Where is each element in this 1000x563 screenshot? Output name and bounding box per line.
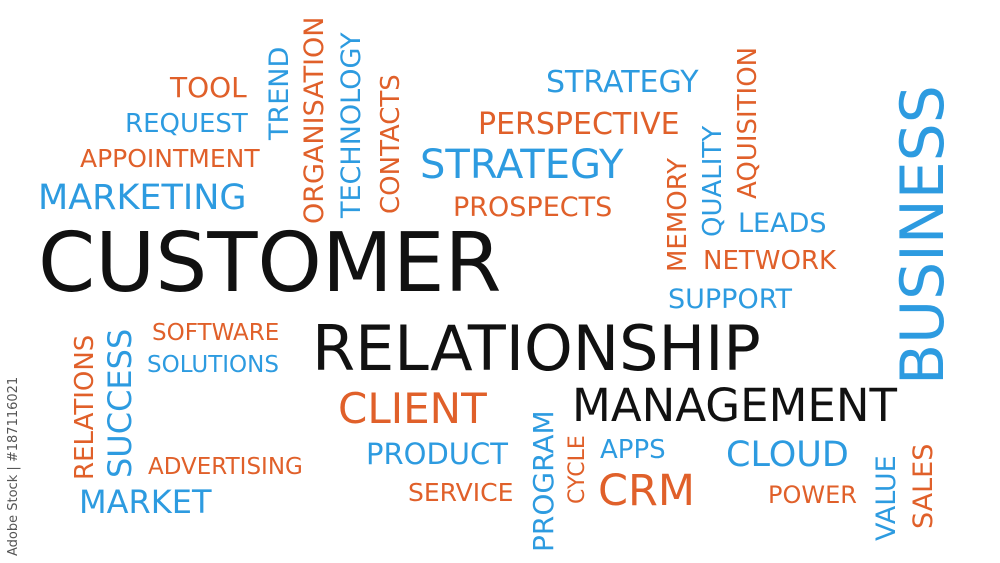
word-product: PRODUCT [366,437,508,471]
word-quality: QUALITY [698,125,728,237]
word-perspective: PERSPECTIVE [478,107,680,142]
word-solutions: SOLUTIONS [147,352,279,378]
word-cloud: CLOUD [726,435,849,475]
word-market: MARKET [79,483,212,521]
word-crm: CRM [598,466,696,516]
word-technology: TECHNOLOGY [336,32,367,218]
word-management: MANAGEMENT [572,379,897,432]
word-appointment: APPOINTMENT [80,144,260,173]
word-support: SUPPORT [668,284,793,315]
word-success: SUCCESS [101,328,139,478]
word-sales: SALES [908,443,939,529]
word-memory: MEMORY [663,157,693,272]
word-business: BUSINESS [888,85,958,385]
word-software: SOFTWARE [152,320,280,346]
word-trend: TREND [264,46,295,140]
word-request: REQUEST [125,109,248,139]
word-organisation: ORGANISATION [299,16,330,224]
word-relationship: RELATIONSHIP [312,312,761,385]
word-program: PROGRAM [527,410,560,552]
word-cycle: CYCLE [565,435,590,504]
word-network: NETWORK [703,246,837,276]
word-apps: APPS [600,435,666,465]
word-marketing: MARKETING [38,178,247,218]
word-advertising: ADVERTISING [148,454,303,480]
word-contacts: CONTACTS [376,74,406,214]
stock-watermark: Adobe Stock | #187116021 [6,376,21,556]
word-relations: RELATIONS [70,334,100,480]
word-customer: CUSTOMER [38,216,502,311]
word-leads: LEADS [738,208,827,239]
word-strategy-large: STRATEGY [420,142,624,188]
word-service: SERVICE [408,478,514,507]
word-tool: TOOL [170,71,247,104]
word-prospects: PROSPECTS [453,192,613,223]
word-power: POWER [768,481,857,509]
word-aquisition: AQUISITION [733,46,763,199]
word-value: VALUE [871,455,902,541]
word-client: CLIENT [338,384,487,433]
word-strategy-small: STRATEGY [546,65,699,100]
